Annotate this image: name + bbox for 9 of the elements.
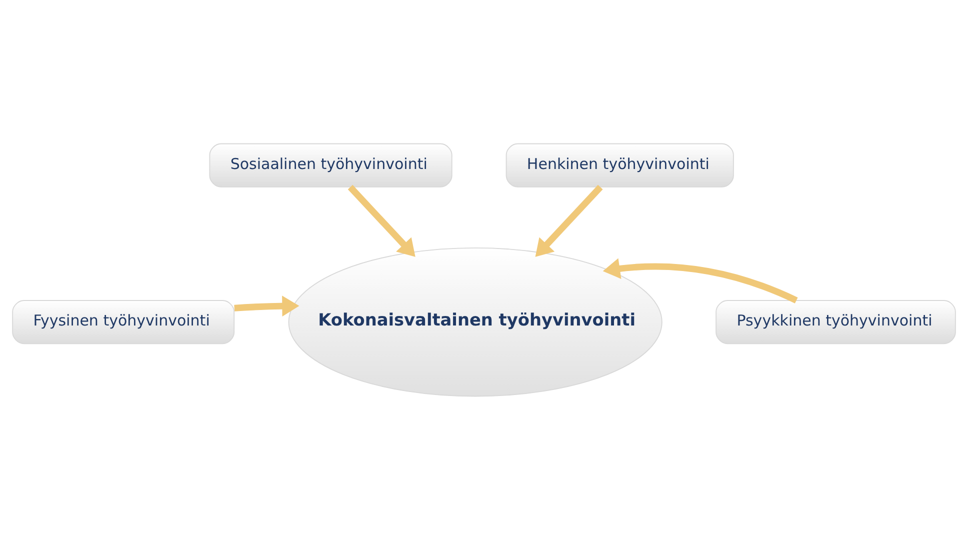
arrow <box>348 184 416 256</box>
node-ellipse: Kokonaisvaltainen työhyvinvointi <box>288 246 662 396</box>
node-box: Fyysinen työhyvinvointi <box>12 300 235 344</box>
arrow <box>535 184 603 256</box>
arrow <box>234 295 300 316</box>
arrow <box>602 258 798 303</box>
node-box: Psyykkinen työhyvinvointi <box>716 300 956 344</box>
node-box: Henkinen työhyvinvointi <box>506 142 734 187</box>
node-box: Sosiaalinen työhyvinvointi <box>209 142 452 187</box>
